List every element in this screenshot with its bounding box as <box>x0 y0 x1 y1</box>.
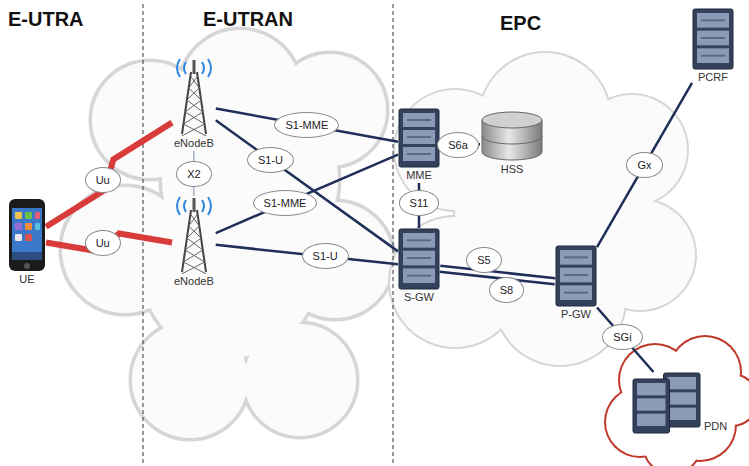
pcrf-server-icon <box>692 8 734 70</box>
interface-line <box>597 307 653 372</box>
connector <box>216 120 398 251</box>
epc-cloud <box>388 51 697 367</box>
interface-line <box>216 120 398 251</box>
section-heading: E-UTRAN <box>203 8 293 31</box>
interface-label: X2 <box>176 161 211 187</box>
pdn-servers-icon <box>632 372 702 434</box>
pgw-server-icon <box>555 245 597 307</box>
node-label: PCRF <box>696 70 730 85</box>
section-heading: EPC <box>500 12 541 35</box>
connector <box>216 155 398 234</box>
interface-label: S1-MME <box>274 112 339 138</box>
node-label: PDN <box>702 419 729 434</box>
ue-phone: UE <box>8 198 46 287</box>
interface-label: S1-U <box>247 147 294 173</box>
node-label: eNodeB <box>172 136 216 151</box>
connector <box>597 307 653 372</box>
pdn-servers: PDN <box>632 372 729 434</box>
radio-link <box>46 123 172 227</box>
connector <box>216 108 398 141</box>
interface-line <box>216 155 398 234</box>
pdn-cloud-fill <box>606 337 749 466</box>
interface-label: Uu <box>85 167 121 193</box>
interface-line <box>597 83 692 247</box>
divider-line <box>393 4 394 466</box>
enodeb-tower: eNodeB <box>172 196 216 289</box>
eutran-cloud-fill <box>62 30 393 438</box>
interface-label: S6a <box>437 132 479 158</box>
eutran-cloud <box>60 28 395 440</box>
node-label: eNodeB <box>172 274 216 289</box>
pcrf-server: PCRF <box>692 8 734 85</box>
sgw-server: S-GW <box>398 228 440 305</box>
interface-label: Uu <box>85 230 121 256</box>
interface-label: Gx <box>626 152 662 178</box>
pdn-cloud <box>604 335 749 466</box>
section-heading: E-UTRA <box>8 8 84 31</box>
interface-label: S11 <box>399 190 440 216</box>
mme-server-icon <box>398 108 440 168</box>
connector <box>597 83 692 247</box>
pgw-server: P-GW <box>555 245 597 322</box>
node-label: S-GW <box>402 290 436 305</box>
node-label: HSS <box>499 162 526 177</box>
interface-label: SGi <box>602 324 642 350</box>
hss-database: HSS <box>480 110 544 177</box>
enodeb-tower-icon <box>173 58 215 136</box>
node-label: MME <box>404 168 434 183</box>
connector <box>46 123 172 227</box>
enodeb-tower-icon <box>173 196 215 274</box>
interface-label: S8 <box>489 277 524 303</box>
enodeb-tower: eNodeB <box>172 58 216 151</box>
epc-cloud-fill <box>390 53 695 365</box>
node-label: UE <box>17 272 36 287</box>
sgw-server-icon <box>398 228 440 290</box>
interface-line <box>216 108 398 141</box>
interface-label: S5 <box>466 247 501 273</box>
node-label: P-GW <box>559 307 593 322</box>
ue-phone-icon <box>8 198 46 272</box>
mme-server: MME <box>398 108 440 183</box>
hss-database-icon <box>480 110 544 162</box>
